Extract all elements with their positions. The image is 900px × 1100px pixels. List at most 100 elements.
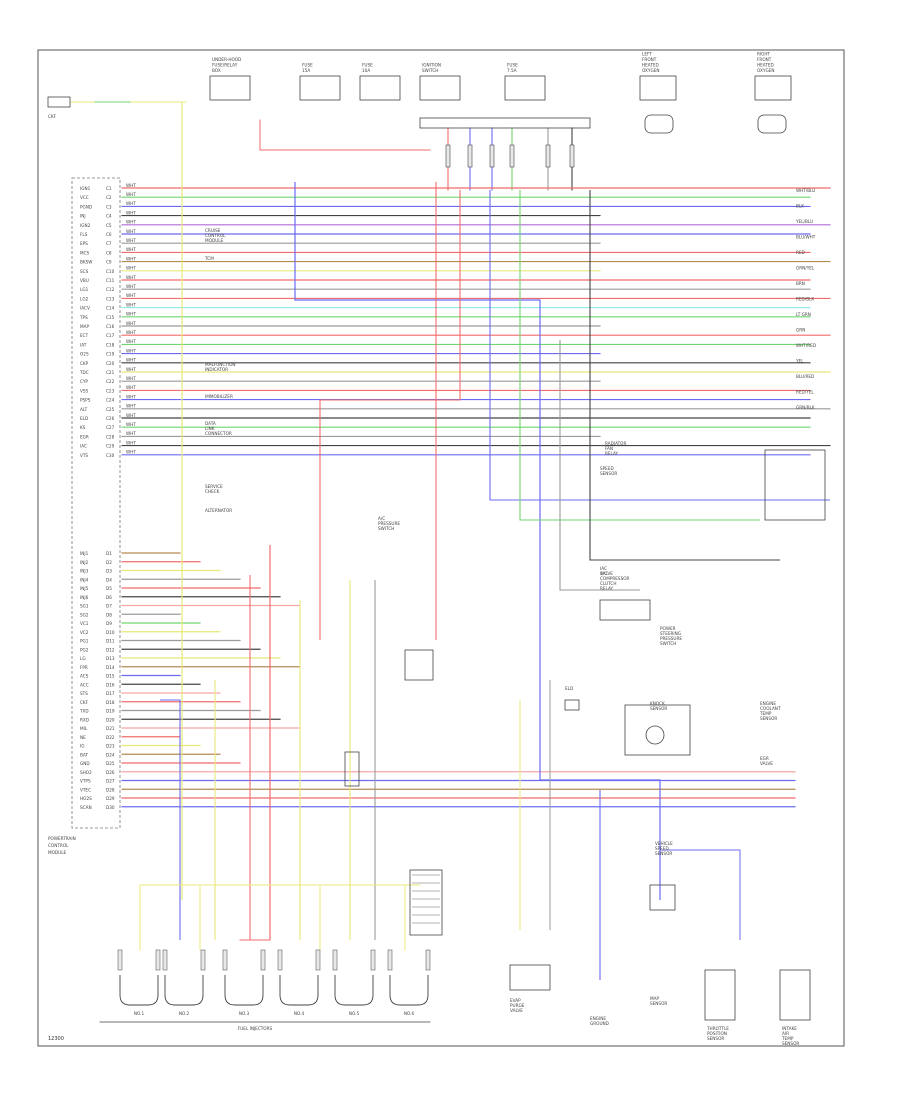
right-component-label: COMPRESSOR (600, 576, 630, 581)
pcm-pin-label: VBU (80, 278, 89, 283)
switch-symbol (564, 699, 580, 711)
pcm-pin-label: FPR (80, 665, 88, 670)
top-component-label: SWITCH (422, 68, 438, 73)
inline-component-label: ALTERNATOR (205, 508, 232, 513)
inline-component-label: CHECK (205, 489, 220, 494)
right-component-label: ENGINE (760, 701, 776, 706)
pcm-pin-number: D29 (106, 796, 115, 801)
cross-wire (319, 190, 461, 640)
right-relay-box (764, 449, 826, 521)
injector-label: NO.6 (404, 1011, 415, 1016)
oxygen-sensor-body (757, 114, 787, 134)
pcm-pin-number: C29 (106, 444, 115, 449)
right-edge-wire-label: BRN (796, 281, 805, 286)
top-left-label: CKF (48, 114, 57, 119)
pcm-pin-label: CKP (80, 361, 89, 366)
inline-component-label: VALVE (760, 761, 773, 766)
pcm-pin-label: TXD (79, 709, 89, 714)
pcm-pin-number: C3 (106, 204, 112, 209)
pcm-pin-label: INJ6 (80, 595, 89, 600)
bottom-component-label: GROUND (590, 1021, 609, 1026)
wire-color-code: WHT (126, 422, 136, 427)
right-edge-wire-label: RED (796, 250, 805, 255)
top-component (639, 75, 677, 101)
right-edge-wire-label: GRN/YEL (796, 266, 815, 271)
pcm-pin-label: IG (80, 744, 84, 749)
bottom-component-label: INTAKE (782, 1026, 797, 1031)
pcm-pin-number: C15 (106, 315, 115, 320)
pcm-pin-number: C28 (106, 434, 115, 439)
inline-component-label: IAC (600, 566, 607, 571)
bottom-component-label: TEMP (781, 1036, 794, 1041)
pcm-pin-number: D10 (106, 630, 115, 635)
dlc-connector-box (409, 869, 443, 936)
injector-connector (162, 949, 168, 971)
pcm-pin-label: ELD (80, 416, 88, 421)
pcm-pin-number: D7 (106, 604, 112, 609)
pcm-pin-number: D18 (106, 700, 115, 705)
evap-valve-box (509, 964, 551, 991)
wire-color-code: WHT (126, 358, 136, 363)
pcm-pin-label: SG1 (80, 604, 89, 609)
right-edge-wire-label: BLU/WHT (796, 235, 816, 240)
pcm-pin-number: C14 (106, 306, 115, 311)
injector-label: NO.1 (134, 1011, 145, 1016)
bottom-component-label: EVAP (510, 998, 521, 1003)
pcm-pin-label: BKSW (80, 260, 92, 265)
pcm-pin-number: D24 (106, 752, 115, 757)
ps-switch-box (599, 599, 651, 621)
pcm-pin-label: PG1 (80, 639, 89, 644)
right-component-label: RADIATOR (605, 441, 626, 446)
wire-layer (69, 101, 831, 1023)
cross-wire (489, 190, 830, 501)
pcm-pin-number: D14 (106, 665, 115, 670)
wire-color-code: WHT (126, 183, 136, 188)
cross-wire (589, 190, 780, 561)
injector-connector (200, 949, 206, 971)
pcm-pin-label: VC2 (80, 630, 89, 635)
wire-color-code: WHT (126, 431, 136, 436)
wire-color-code: WHT (126, 229, 136, 234)
pcm-pin-number: D26 (106, 770, 115, 775)
diagram-frame (37, 49, 845, 1047)
top-component-label: FUSE (302, 63, 313, 68)
pcm-pin-label: MIL (80, 726, 88, 731)
pcm-pin-label: VTPS (80, 779, 91, 784)
pcm-pin-number: D12 (106, 647, 115, 652)
right-edge-wire-label: WHT/BLU (796, 188, 815, 193)
bottom-component-label: THROTTLE (706, 1026, 729, 1031)
pcm-pin-number: D30 (106, 805, 115, 810)
pcm-pin-label: IGN2 (80, 223, 91, 228)
top-component-label: UNDER-HOOD (212, 57, 241, 62)
top-component-label: LEFT (642, 52, 652, 57)
right-component-label: SENSOR (760, 716, 777, 721)
injector-body (389, 975, 429, 1006)
pcm-pin-number: C25 (106, 407, 115, 412)
iat-box (779, 969, 811, 1021)
pcm-caption: CONTROL (48, 843, 69, 848)
pcm-pin-label: BAT (80, 752, 88, 757)
top-component-label: RIGHT (757, 52, 771, 57)
inline-component-label: CONNECTOR (205, 431, 232, 436)
pcm-pin-label: RXD (80, 717, 89, 722)
pcm-pin-number: C30 (106, 453, 115, 458)
top-component-label: 10A (362, 68, 370, 73)
inline-connector (545, 144, 551, 168)
inline-connector (445, 144, 451, 168)
pcm-pin-number: D25 (106, 761, 115, 766)
top-component-label: FUSE (362, 63, 373, 68)
right-edge-wire-label: YEL (795, 359, 804, 364)
pcm-pin-number: D3 (106, 569, 112, 574)
inline-component-label: TCM (204, 256, 214, 261)
inline-component-label: A/C (378, 516, 385, 521)
right-edge-wire-label: YEL/BLU (795, 219, 813, 224)
pcm-caption: MODULE (48, 850, 67, 855)
injector-label: NO.3 (239, 1011, 250, 1016)
pcm-pin-number: C18 (106, 342, 115, 347)
pcm-pin-label: LG1 (80, 287, 89, 292)
top-component-label: FUSE (507, 63, 518, 68)
injector-connector (370, 949, 376, 971)
right-component-label: POWER (660, 626, 676, 631)
